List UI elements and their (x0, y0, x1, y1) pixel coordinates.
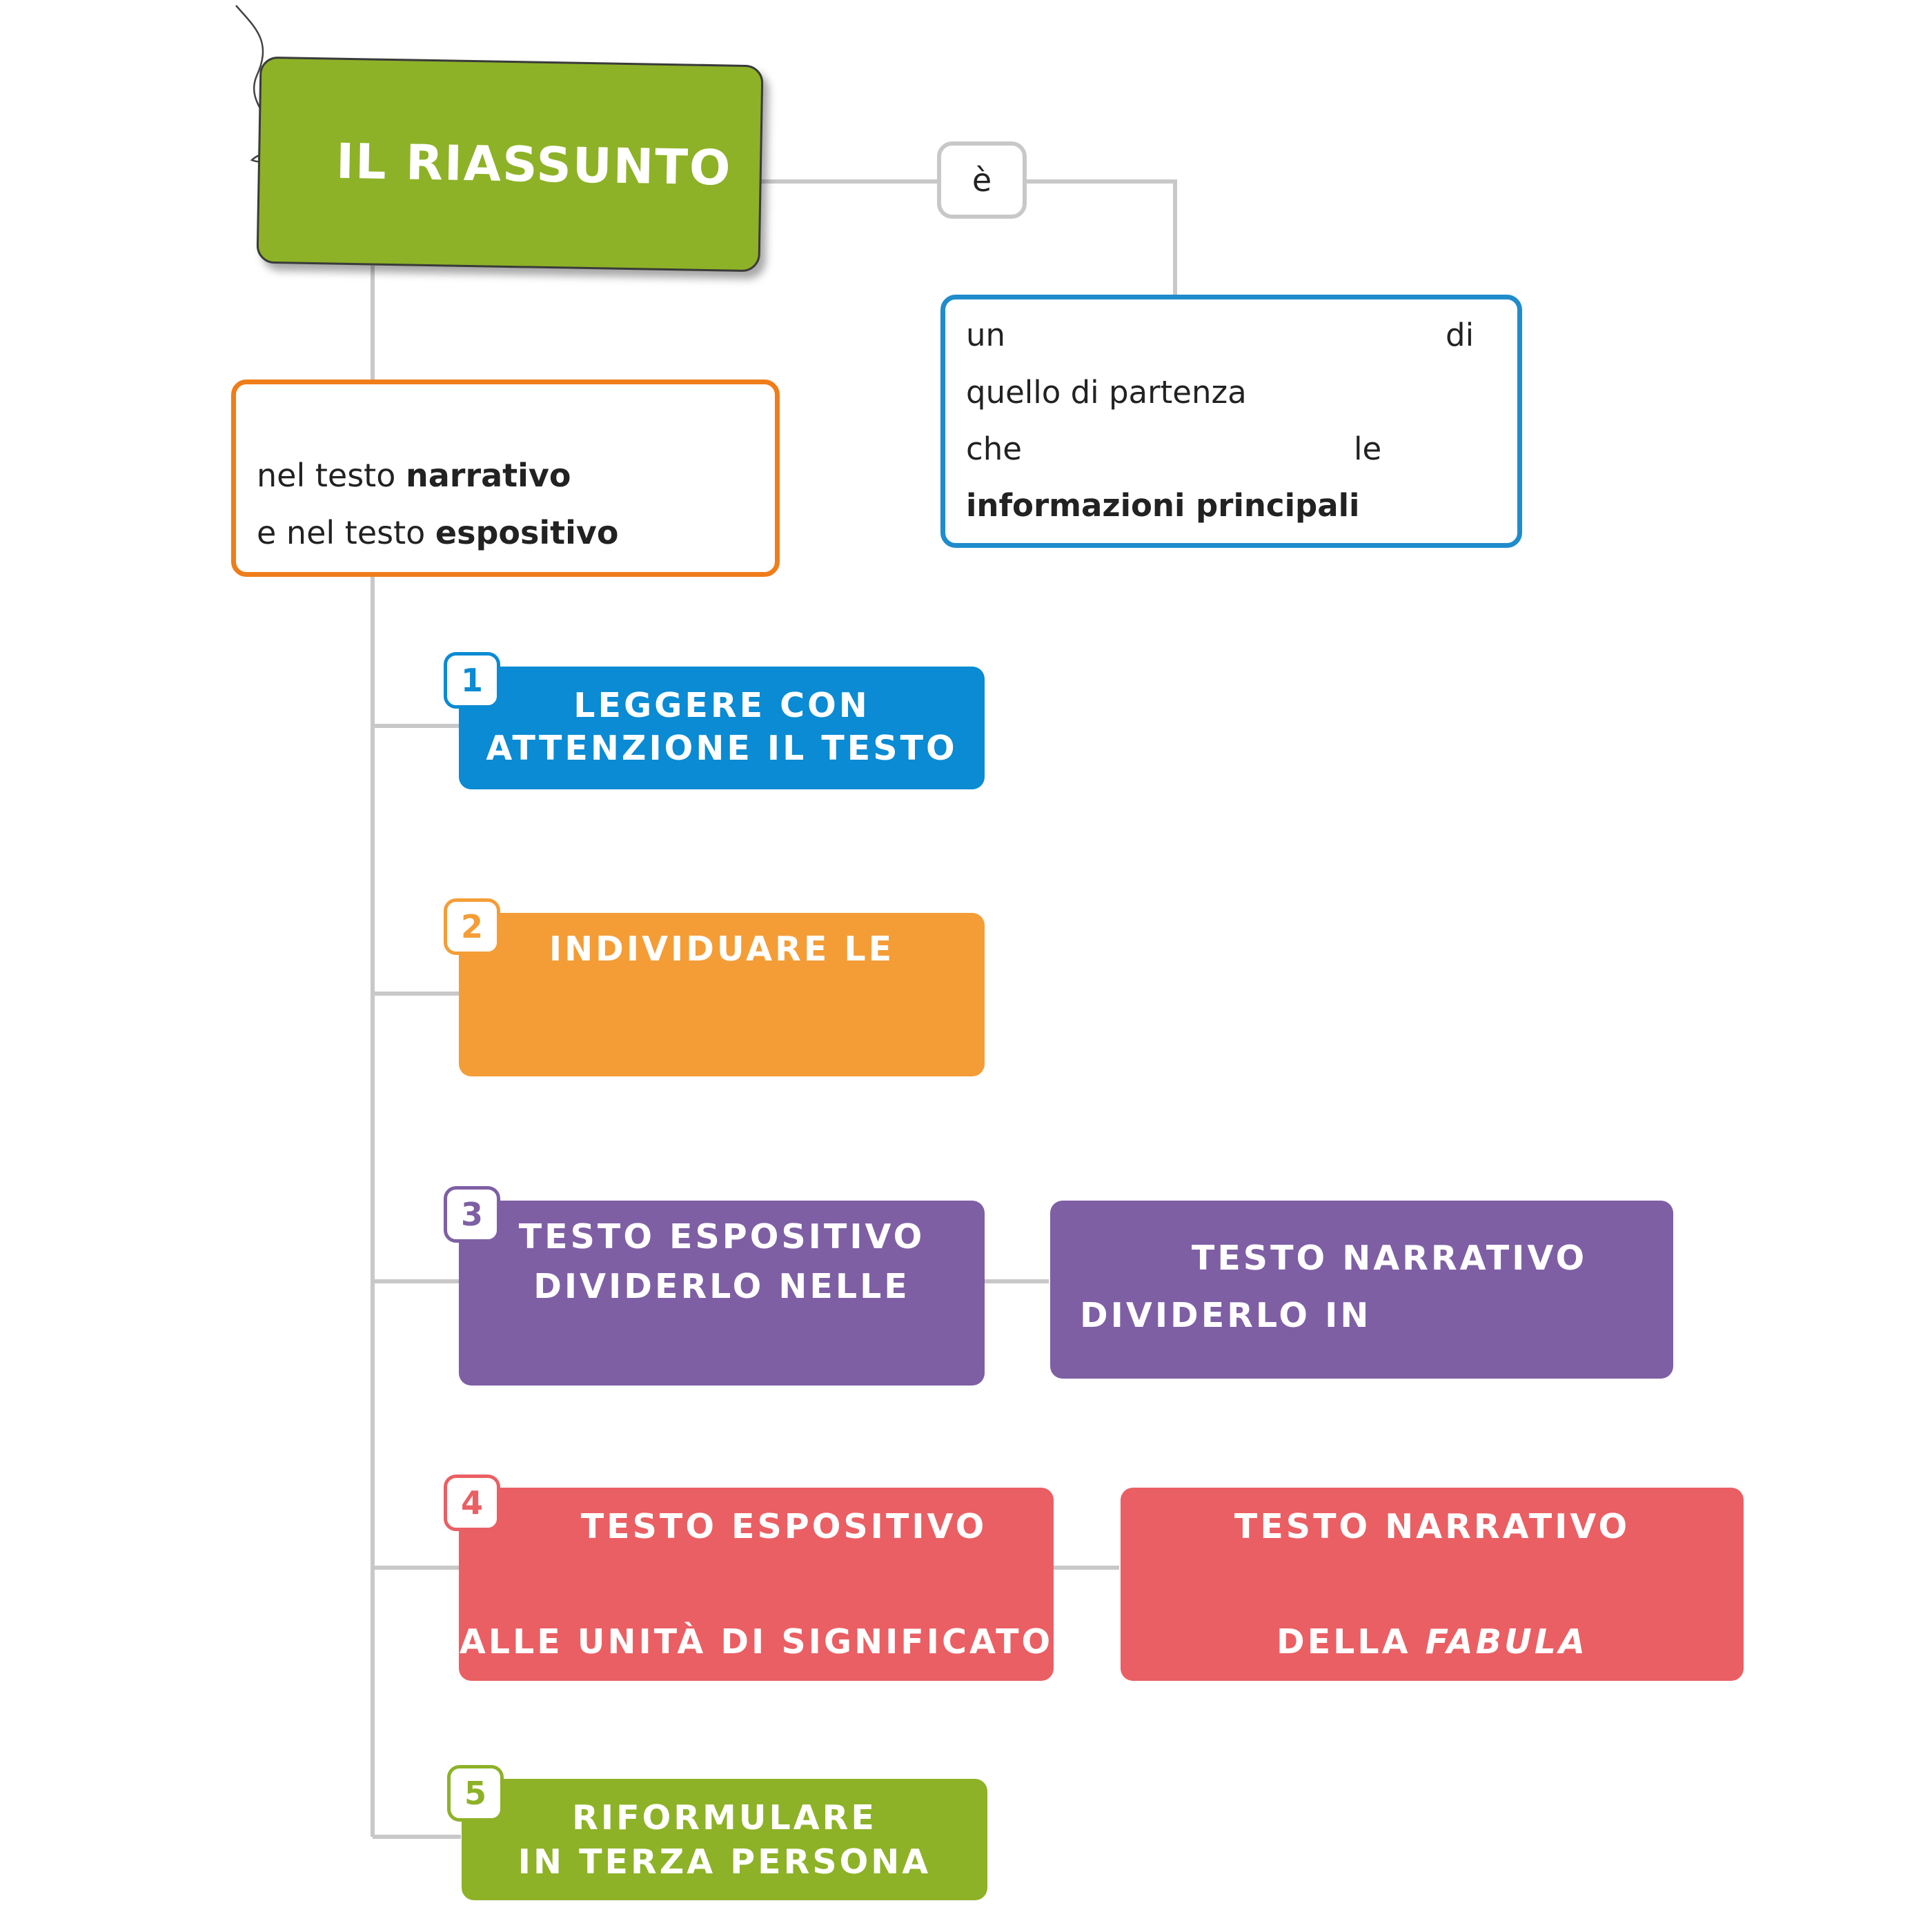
usage-line1-bold: narrativo (405, 457, 571, 494)
step-4-side-line2-prefix: DELLA (1276, 1622, 1426, 1662)
link-label-box: è (937, 141, 1027, 219)
step-1-number: 1 (444, 652, 500, 709)
definition-line1-start: un (966, 317, 1006, 353)
step-3-side-line1: TESTO NARRATIVO (1191, 1239, 1588, 1278)
step-3-box: TESTO ESPOSITIVO DIVIDERLO NELLE (459, 1201, 985, 1386)
step-4-box: TESTO ESPOSITIVO ALLE UNITÀ DI SIGNIFICA… (459, 1488, 1054, 1681)
step-3-side-box: TESTO NARRATIVO DIVIDERLO IN (1050, 1201, 1673, 1379)
step-3-line1: TESTO ESPOSITIVO (518, 1217, 925, 1256)
step-2-line1: INDIVIDUARE LE (549, 929, 895, 969)
definition-line4: informazioni principali (966, 487, 1360, 524)
step-5-box: RIFORMULARE IN TERZA PERSONA (462, 1779, 987, 1900)
step-3-number: 3 (444, 1186, 500, 1243)
page-title: IL RIASSUNTO (335, 132, 733, 197)
step-4-side-line2: DELLA FABULA (1121, 1622, 1744, 1662)
step-3-side-line2: DIVIDERLO IN (1080, 1296, 1372, 1335)
step-1-box: LEGGERE CON ATTENZIONE IL TESTO (459, 667, 985, 789)
usage-line1-prefix: nel testo (257, 457, 406, 494)
usage-box: nel testo narrativo e nel testo espositi… (231, 379, 780, 577)
step-2-number: 2 (444, 898, 500, 955)
step-3-line2: DIVIDERLO NELLE (533, 1267, 910, 1306)
step-2-box: INDIVIDUARE LE (459, 913, 985, 1076)
step-4-side-line1: TESTO NARRATIVO (1234, 1507, 1630, 1546)
definition-line2: quello di partenza (966, 374, 1247, 411)
step-5-line1: RIFORMULARE (572, 1798, 877, 1837)
step-1-line1: LEGGERE CON (573, 686, 870, 725)
title-tag: IL RIASSUNTO (256, 56, 764, 273)
step-1-line2: ATTENZIONE IL TESTO (486, 729, 958, 768)
definition-line3-end: le (1354, 431, 1382, 467)
link-label: è (972, 161, 992, 199)
usage-line2: e nel testo espositivo (257, 514, 619, 551)
step-4-line1: TESTO ESPOSITIVO (580, 1507, 987, 1546)
step-4-side-box: TESTO NARRATIVO DELLA FABULA (1121, 1488, 1744, 1681)
usage-line2-prefix: e nel testo (257, 514, 435, 551)
usage-line1: nel testo narrativo (257, 457, 571, 494)
connector-label-to-definition (1027, 179, 1177, 295)
definition-line1-end: di (1446, 317, 1475, 353)
step-4-number: 4 (444, 1475, 500, 1531)
definition-line3-start: che (966, 431, 1022, 467)
step-4-side-line2-italic: FABULA (1425, 1622, 1588, 1662)
step-5-line2: IN TERZA PERSONA (518, 1842, 931, 1882)
step-5-number: 5 (447, 1765, 504, 1822)
definition-box: un di quello di partenza che le informaz… (940, 295, 1522, 548)
usage-line2-bold: espositivo (435, 514, 619, 551)
step-4-line2: ALLE UNITÀ DI SIGNIFICATO (459, 1622, 1054, 1662)
